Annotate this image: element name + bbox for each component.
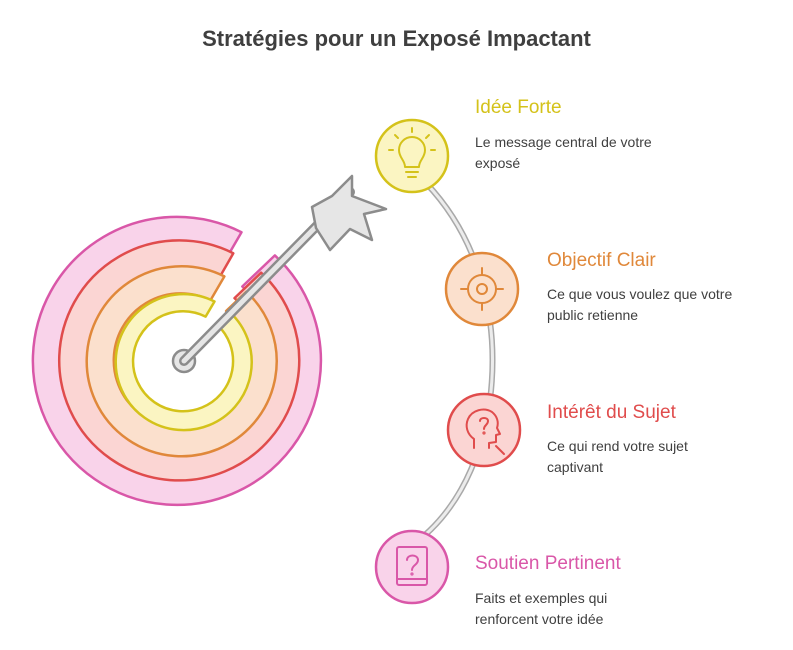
desc-line: renforcent votre idée xyxy=(475,611,604,627)
item-title-soutien-pertinent: Soutien Pertinent xyxy=(475,553,621,574)
book-question-icon xyxy=(374,529,450,605)
item-desc-interet-du-sujet: Ce qui rend votre sujet captivant xyxy=(547,436,767,478)
desc-line: Ce qui rend votre sujet xyxy=(547,438,688,454)
item-desc-idee-forte: Le message central de votre exposé xyxy=(475,132,695,174)
item-title-idee-forte: Idée Forte xyxy=(475,97,562,118)
desc-line: public retienne xyxy=(547,307,639,323)
desc-line: Ce que vous voulez que votre xyxy=(547,286,733,302)
connector-arc xyxy=(405,180,496,551)
item-desc-soutien-pertinent: Faits et exemples qui renforcent votre i… xyxy=(475,588,695,630)
desc-line: Le message central de votre xyxy=(475,134,652,150)
target-ring-yellow xyxy=(114,292,253,432)
arrow xyxy=(179,174,388,366)
desc-line: captivant xyxy=(547,459,604,475)
head-question-icon xyxy=(446,392,522,468)
desc-line: Faits et exemples qui xyxy=(475,590,608,606)
arrow-fletching xyxy=(310,174,388,252)
item-title-objectif-clair: Objectif Clair xyxy=(547,250,656,271)
page-title: Stratégies pour un Exposé Impactant xyxy=(202,26,591,51)
target-icon xyxy=(444,251,520,327)
item-title-interet-du-sujet: Intérêt du Sujet xyxy=(547,402,676,423)
desc-line: exposé xyxy=(475,155,521,171)
item-desc-objectif-clair: Ce que vous voulez que votre public reti… xyxy=(547,284,767,326)
lightbulb-icon xyxy=(374,118,450,194)
